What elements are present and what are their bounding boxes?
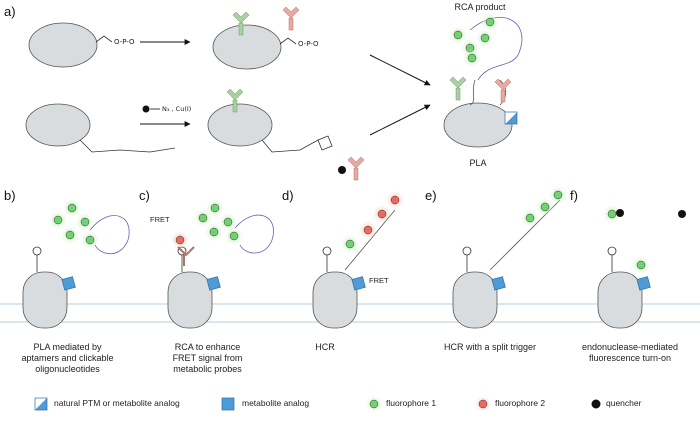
caption-f-line2: fluorescence turn-on [588, 353, 672, 363]
antibody-green-a1 [232, 11, 250, 36]
arrow-a3 [369, 54, 431, 86]
panel-label-b: b) [4, 188, 16, 203]
fluor-d-0 [345, 239, 355, 249]
legend-quencher-label: quencher [606, 398, 642, 408]
quencher-f-1 [616, 209, 624, 217]
aptamer-loop-4 [462, 246, 472, 256]
panel-a-row1-cell-right: O-P-O [212, 24, 319, 70]
antibody-green-pla [449, 76, 467, 101]
cell-4 [452, 271, 498, 329]
panel-a-row2-cell-right [207, 103, 346, 174]
rca-strand-c [234, 214, 274, 254]
panel-label-c: c) [139, 188, 150, 203]
panel-a-row1-cell-left: O-P-O [28, 22, 135, 68]
caption-b: PLA mediated by aptamers and clickable o… [0, 342, 135, 375]
quencher-f-2 [678, 210, 686, 218]
fret-label-d: FRET [369, 276, 389, 285]
antibody-pink-pla [494, 78, 512, 103]
fret-label-c: FRET [150, 215, 170, 224]
fluor-c-red [175, 235, 185, 245]
fluor-b-1 [67, 203, 77, 213]
caption-b-line2: aptamers and clickable [21, 353, 114, 363]
legend-metabolite-icon [221, 397, 235, 411]
fluor-e-0 [525, 213, 535, 223]
antibody-pink-a2 [347, 156, 365, 181]
aptamer-loop-1 [32, 246, 42, 256]
metabolite-square-1 [61, 276, 76, 291]
cell-5 [597, 271, 643, 329]
antibody-green-a2 [226, 88, 244, 113]
caption-f-line1: endonuclease-mediated [581, 342, 679, 352]
fluor-b-2 [80, 217, 90, 227]
antibody-pink-c [177, 246, 195, 266]
fluor-c-3 [209, 227, 219, 237]
panel-label-f: f) [570, 188, 578, 203]
caption-f: endonuclease-mediated fluorescence turn-… [560, 342, 700, 364]
metabolite-square-2 [206, 276, 221, 291]
legend-natural-ptm-icon [34, 397, 48, 411]
fluor-d-1 [363, 225, 373, 235]
panel-a-row2-cell-left [25, 103, 176, 153]
fluor-e-2 [553, 190, 563, 200]
legend-fluorophore-2-label: fluorophore 2 [495, 398, 546, 408]
fluor-c-0 [198, 213, 208, 223]
caption-c-line3: metabolic probes [173, 364, 242, 374]
fluor-d-3 [390, 195, 400, 205]
fluor-f-0 [636, 260, 646, 270]
svg-text:N₃ , Cu(I): N₃ , Cu(I) [162, 105, 191, 113]
fluor-c-1 [210, 203, 220, 213]
fluor-f-1 [607, 209, 617, 219]
fluor-d-2 [377, 209, 387, 219]
svg-text:O-P-O: O-P-O [298, 40, 319, 48]
caption-c-line1: RCA to enhance [174, 342, 241, 352]
metabolite-square-3 [351, 276, 366, 291]
panel-label-a: a) [4, 4, 16, 19]
svg-text:O-P-O: O-P-O [114, 38, 135, 46]
fluor-b-3 [65, 230, 75, 240]
metabolite-square-4 [491, 276, 506, 291]
caption-e-line1: HCR with a split trigger [443, 342, 537, 352]
caption-b-line1: PLA mediated by [33, 342, 102, 352]
legend-quencher-icon [591, 399, 601, 409]
rca-strand-b [89, 215, 130, 255]
pla-label: PLA [469, 158, 487, 168]
caption-c-line2: FRET signal from [172, 353, 243, 363]
fluor-b-4 [85, 235, 95, 245]
cell-2 [167, 271, 213, 329]
legend-natural-ptm-label: natural PTM or metabolite analog [54, 398, 180, 408]
aptamer-loop-5 [607, 246, 617, 256]
rca-product-label: RCA product [454, 2, 506, 12]
caption-e: HCR with a split trigger [420, 342, 560, 353]
cell-1 [22, 271, 68, 329]
aptamer-loop-3 [322, 246, 332, 256]
arrow-a4 [369, 104, 431, 136]
antibody-pink-a1 [282, 6, 300, 31]
caption-b-line3: oligonucleotides [35, 364, 100, 374]
fluor-e-1 [540, 202, 550, 212]
caption-d: HCR [285, 342, 365, 353]
legend-metabolite-label: metabolite analog [242, 398, 310, 408]
cell-3 [312, 271, 358, 329]
fluor-c-2 [223, 217, 233, 227]
fluor-c-4 [229, 231, 239, 241]
pla-fluorophores [449, 13, 499, 67]
reagent-label: N₃ , Cu(I) [142, 105, 191, 113]
pla-product [443, 16, 523, 148]
panel-label-e: e) [425, 188, 437, 203]
metabolite-square-5 [636, 276, 651, 291]
legend-fluorophore-1-label: fluorophore 1 [386, 398, 437, 408]
panel-label-d: d) [282, 188, 294, 203]
caption-c: RCA to enhance FRET signal from metaboli… [140, 342, 275, 375]
fluor-b-0 [53, 215, 63, 225]
caption-d-line1: HCR [315, 342, 335, 352]
legend-icons [34, 396, 601, 412]
